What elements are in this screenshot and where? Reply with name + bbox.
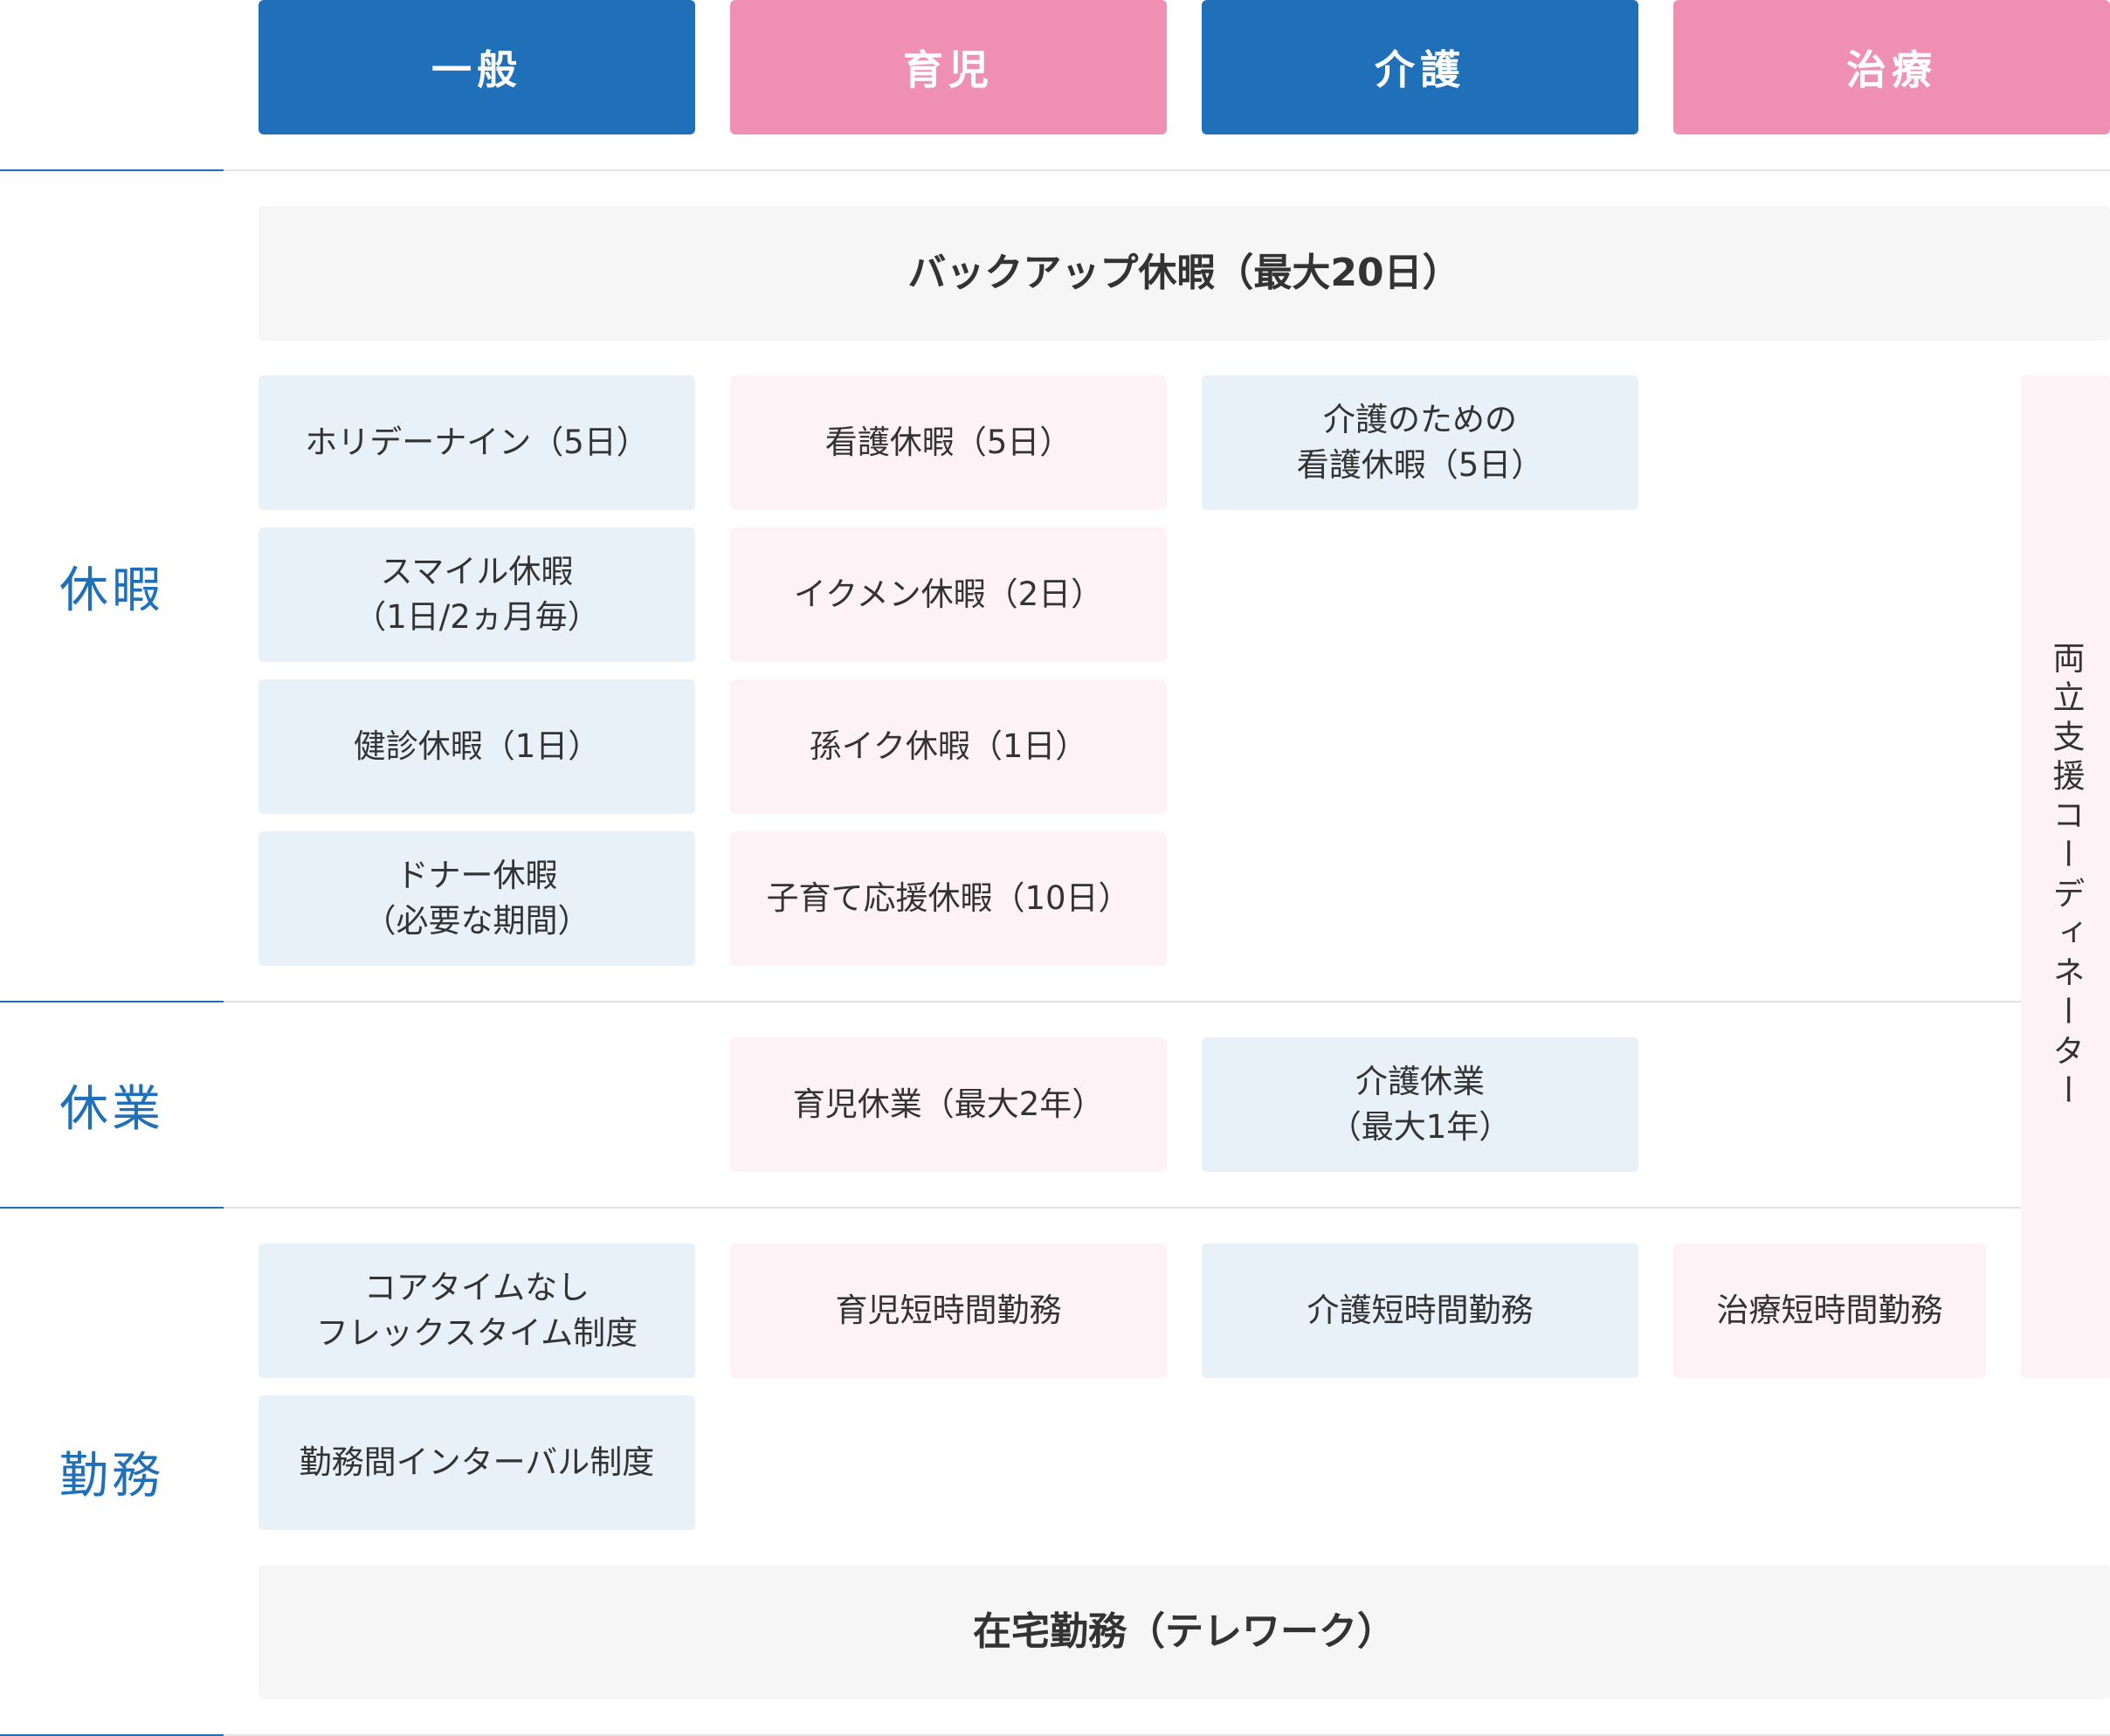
- backup-leave: バックアップ休暇（最大20日）: [259, 206, 2110, 341]
- divider-gray: [224, 1001, 2023, 1002]
- care-nursing-leave: 介護のための 看護休暇（5日）: [1202, 375, 1638, 510]
- smile-leave: スマイル休暇 （1日/2ヵ月毎）: [259, 527, 695, 662]
- telework: 在宅勤務（テレワーク）: [259, 1565, 2110, 1699]
- row-label-leave: 休暇: [59, 561, 164, 619]
- header-general: 一般: [259, 0, 695, 134]
- donor-leave: ドナー休暇 （必要な期間）: [259, 831, 695, 966]
- divider-blue: [0, 1207, 224, 1209]
- row-label-absence: 休業: [59, 1080, 164, 1138]
- divider-gray: [224, 169, 2110, 171]
- divider-gray: [224, 1734, 2110, 1736]
- divider-blue: [0, 169, 224, 171]
- childcare-absence: 育児休業（最大2年）: [730, 1037, 1167, 1172]
- child-support-leave: 子育て応援休暇（10日）: [730, 831, 1167, 966]
- ikumen-leave: イクメン休暇（2日）: [730, 527, 1167, 662]
- grandchild-leave: 孫イク休暇（1日）: [730, 679, 1167, 814]
- checkup-leave: 健診休暇（1日）: [259, 679, 695, 814]
- coordinator-label: 両立支援コーディネーター: [2047, 641, 2085, 1113]
- flex-time-system: コアタイムなし フレックスタイム制度: [259, 1243, 695, 1378]
- child-nursing-leave: 看護休暇（5日）: [730, 375, 1167, 510]
- divider-gray: [224, 1207, 2023, 1209]
- divider-blue: [0, 1734, 224, 1736]
- nursing-absence: 介護休業 （最大1年）: [1202, 1037, 1638, 1172]
- header-childcare: 育児: [730, 0, 1167, 134]
- header-nursing: 介護: [1202, 0, 1638, 134]
- nursing-short-hours: 介護短時間勤務: [1202, 1243, 1638, 1378]
- childcare-short-hours: 育児短時間勤務: [730, 1243, 1167, 1378]
- header-treatment: 治療: [1673, 0, 2110, 134]
- divider-blue: [0, 1001, 224, 1002]
- treatment-short-hours: 治療短時間勤務: [1673, 1243, 1986, 1378]
- row-label-work: 勤務: [59, 1447, 164, 1505]
- coordinator-box: 両立支援コーディネーター: [2021, 375, 2110, 1378]
- work-interval-system: 勤務間インターバル制度: [259, 1395, 695, 1530]
- holiday-nine-leave: ホリデーナイン（5日）: [259, 375, 695, 510]
